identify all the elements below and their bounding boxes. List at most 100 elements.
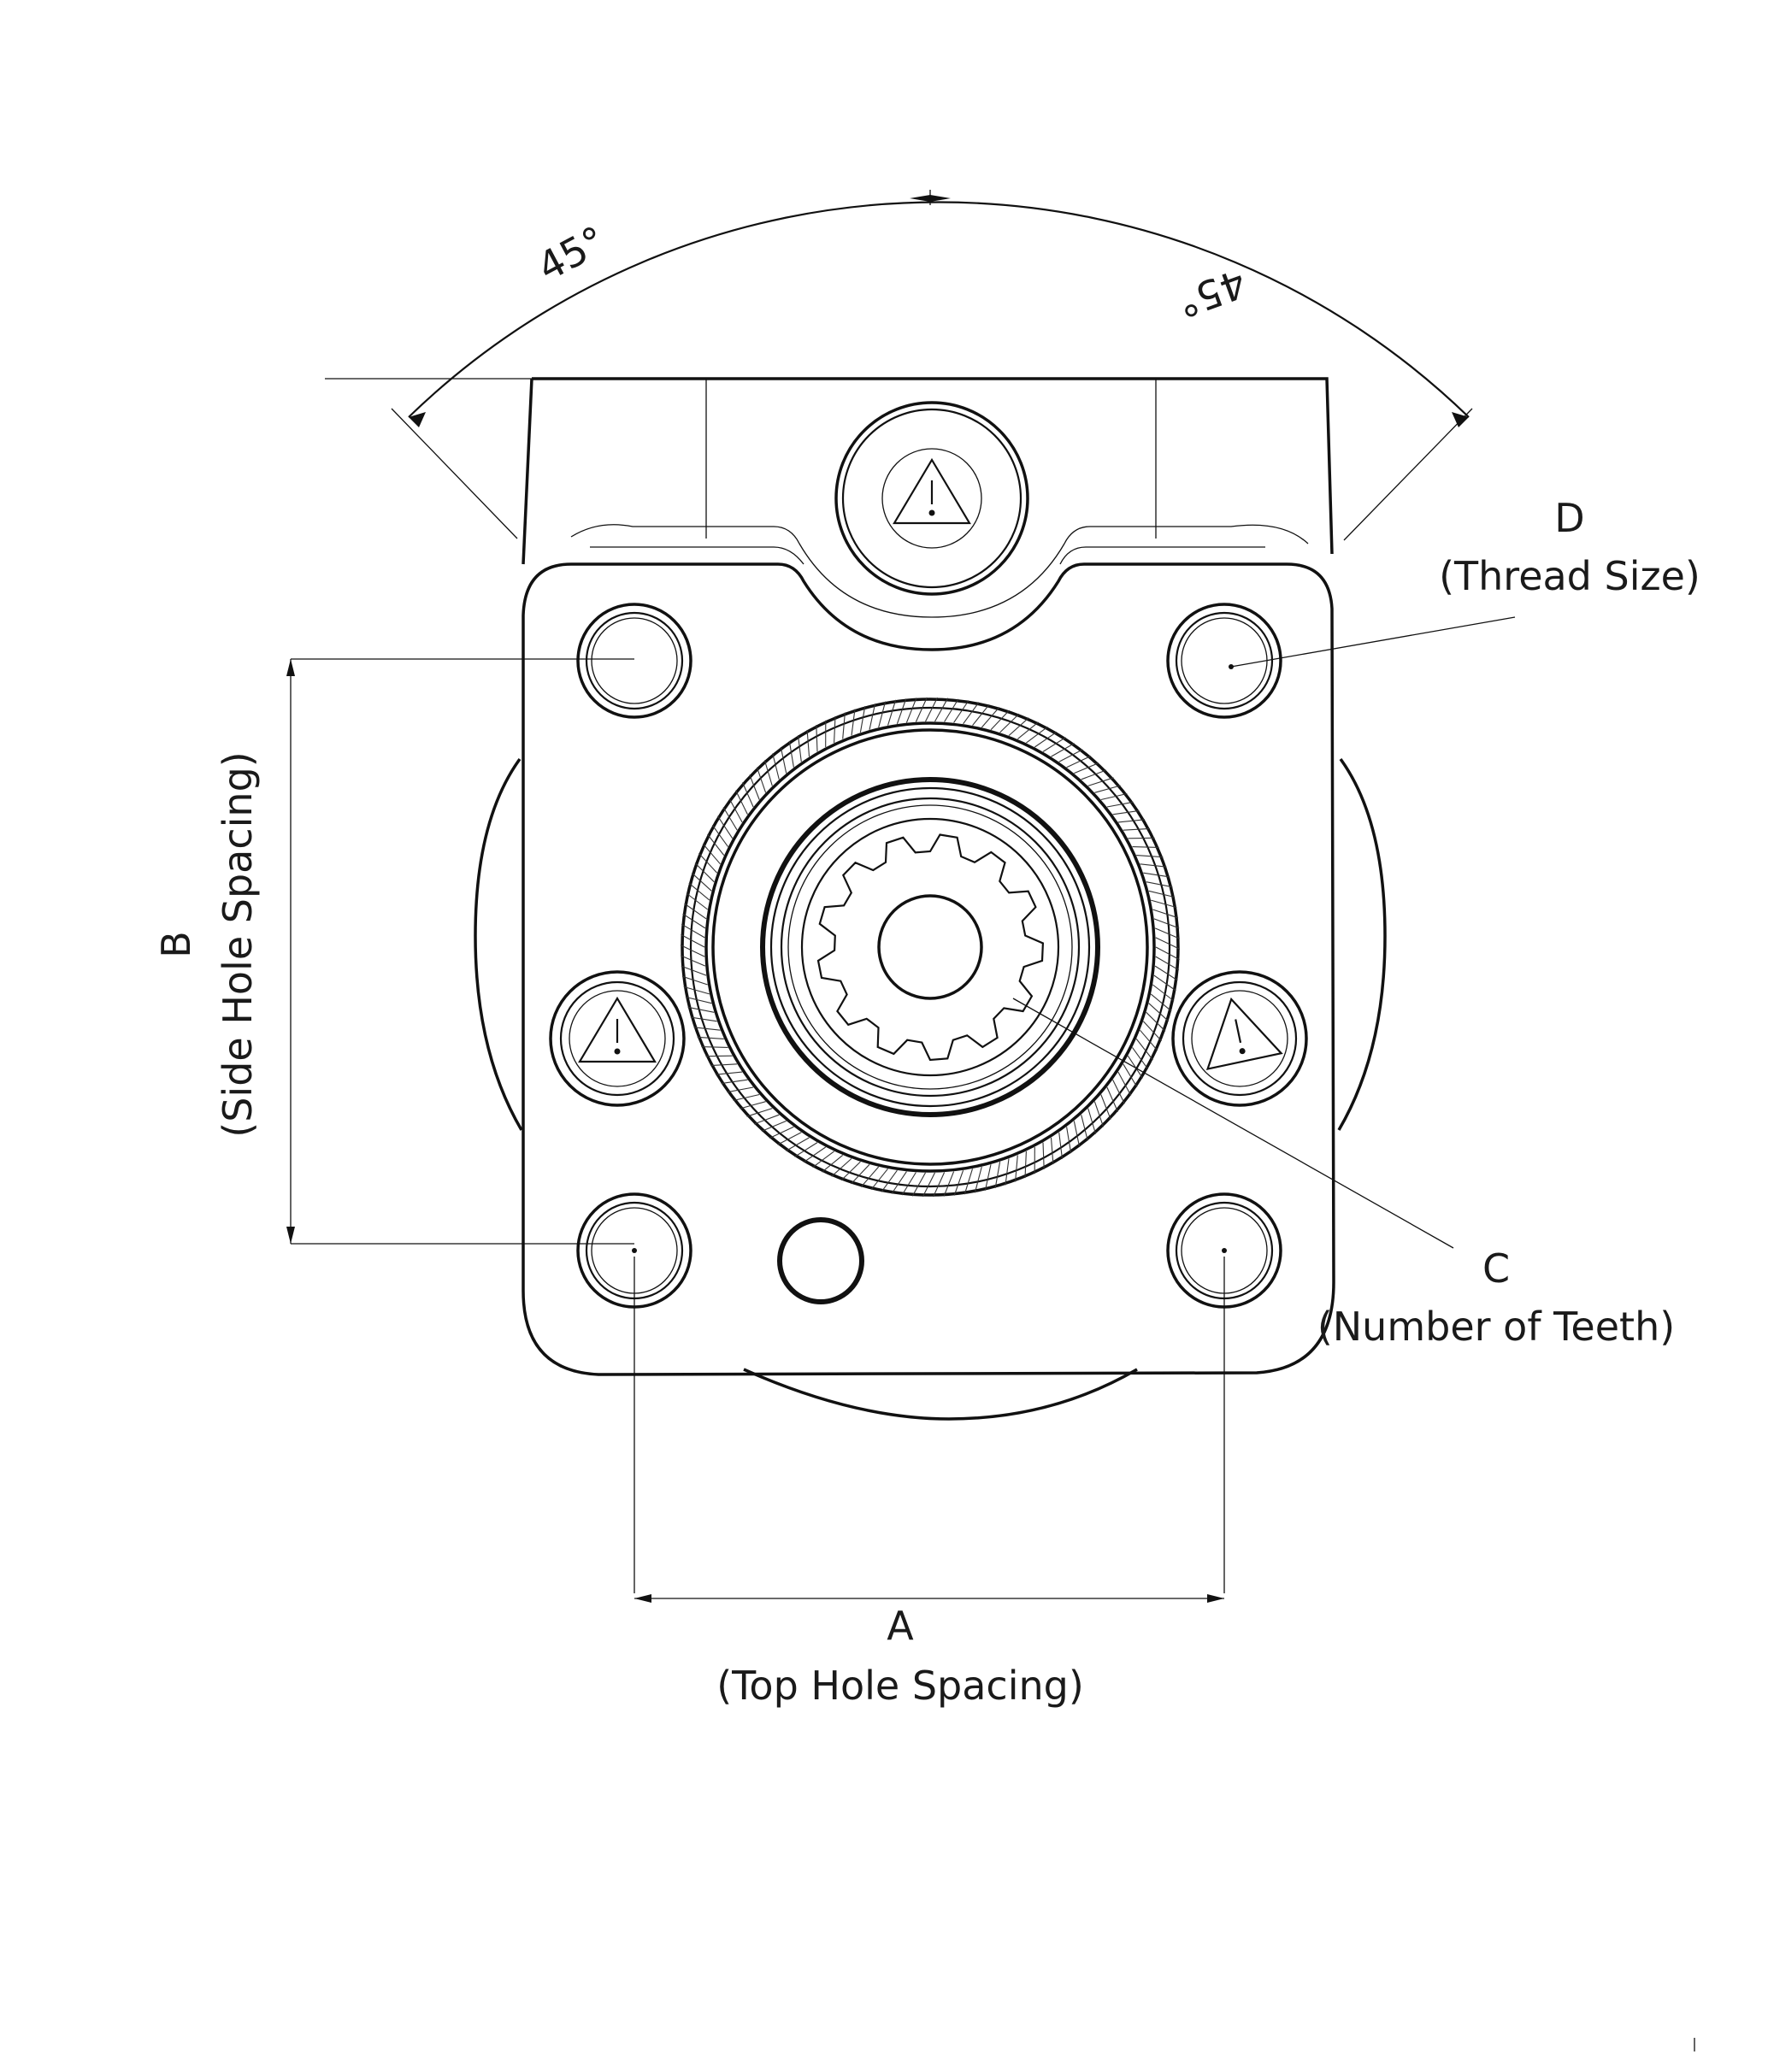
hatch-mark xyxy=(1050,1137,1054,1165)
hatch-mark xyxy=(806,729,810,757)
hatch-mark xyxy=(683,986,710,995)
hatch-mark xyxy=(953,1170,964,1196)
side-port-right xyxy=(1171,970,1308,1107)
hatch-mark xyxy=(1155,956,1180,971)
hatch-mark xyxy=(1152,909,1179,919)
hatch-mark xyxy=(788,740,794,768)
hatch-mark xyxy=(1154,927,1181,939)
hatch-mark xyxy=(780,746,787,774)
hatch-mark xyxy=(934,698,949,722)
hatch-mark xyxy=(1155,937,1181,950)
hatch-mark xyxy=(1008,717,1029,737)
hatch-mark xyxy=(681,975,708,986)
hatch-mark xyxy=(687,1006,715,1013)
hatch-mark xyxy=(1093,1101,1105,1127)
hatch-mark xyxy=(896,698,907,724)
hatch-mark xyxy=(728,798,743,823)
hatch-mark xyxy=(690,1016,717,1022)
hatch-mark xyxy=(722,807,738,831)
hatch-mark xyxy=(1066,1127,1072,1154)
hatch-mark xyxy=(859,706,866,733)
hatch-mark xyxy=(822,1154,844,1173)
hatch-mark xyxy=(1155,946,1180,961)
hatch-mark xyxy=(1081,1115,1088,1141)
hatch-mark xyxy=(915,697,928,722)
hatch-mark xyxy=(1042,737,1066,752)
top-port xyxy=(834,401,1029,596)
hatch-mark xyxy=(1143,872,1170,878)
hatch-mark xyxy=(681,933,705,948)
hatch-mark xyxy=(1112,809,1140,815)
hatch-mark xyxy=(851,1163,870,1185)
hatch-mark xyxy=(727,1086,754,1093)
rear-housing xyxy=(474,757,1387,1421)
hatch-mark xyxy=(984,1164,992,1191)
hatch-mark xyxy=(944,698,959,722)
hatch-mark xyxy=(686,892,709,910)
hatch-mark xyxy=(994,1162,1001,1188)
dim-b-letter: B xyxy=(153,931,199,958)
dimension-d: D (Thread Size) xyxy=(1229,495,1700,669)
hatch-mark xyxy=(1100,792,1128,801)
hatch-mark xyxy=(834,715,836,744)
hatch-mark xyxy=(794,1142,818,1157)
hatch-mark xyxy=(741,782,754,808)
hatch-mark xyxy=(1106,1086,1119,1112)
drain-hole xyxy=(777,1217,864,1304)
hatch-mark xyxy=(911,1172,926,1197)
hatch-mark xyxy=(1146,1011,1166,1032)
hatch-mark xyxy=(891,1171,907,1194)
hatch-mark xyxy=(1094,785,1121,793)
hatch-mark xyxy=(701,1046,728,1048)
hatch-mark xyxy=(702,843,721,865)
hatch-mark xyxy=(769,1126,794,1139)
hatch-mark xyxy=(1087,1108,1097,1134)
hatch-mark xyxy=(1042,1142,1045,1169)
dimension-a: A (Top Hole Spacing) xyxy=(632,1248,1227,1709)
hatch-mark xyxy=(1148,1003,1170,1022)
hatch-mark xyxy=(901,1172,916,1196)
hatch-mark xyxy=(777,1132,802,1145)
hatch-mark xyxy=(763,760,773,786)
hatch-mark xyxy=(772,753,780,780)
hatch-mark xyxy=(694,862,715,883)
hatch-mark xyxy=(1132,1047,1149,1070)
angle-label-right: 45° xyxy=(1171,260,1252,327)
hatch-mark xyxy=(1123,827,1151,831)
hatch-mark xyxy=(870,1168,888,1191)
hatch-mark xyxy=(812,1151,834,1168)
hatch-mark xyxy=(981,707,1000,728)
dimension-b: B (Side Hole Spacing) xyxy=(153,658,634,1245)
hatch-mark xyxy=(840,1161,861,1181)
dim-b-description: (Side Hole Spacing) xyxy=(215,751,261,1137)
hatch-mark xyxy=(943,1171,955,1197)
hatch-mark xyxy=(1148,890,1176,898)
hatch-mark xyxy=(1127,1055,1143,1079)
dim-a-letter: A xyxy=(887,1603,914,1649)
hatch-mark xyxy=(1005,1158,1010,1186)
dim-a-description: (Top Hole Spacing) xyxy=(716,1663,1084,1709)
hatch-mark xyxy=(691,872,712,892)
hatch-mark xyxy=(697,1036,724,1039)
hatch-mark xyxy=(887,699,897,726)
hatch-mark xyxy=(1128,837,1155,839)
hatch-mark xyxy=(816,725,818,752)
hatch-mark xyxy=(1132,846,1159,848)
hatch-mark xyxy=(711,824,728,847)
hatch-mark xyxy=(1073,1121,1081,1148)
hatch-mark xyxy=(869,703,876,730)
hatch-mark xyxy=(1026,726,1048,744)
hatch-mark xyxy=(1074,762,1099,774)
hatch-mark xyxy=(1135,1039,1153,1061)
hatch-mark xyxy=(1150,993,1172,1012)
warning-triangle-icon xyxy=(1205,997,1283,1071)
hatch-mark xyxy=(831,1157,852,1177)
hatch-mark xyxy=(753,1114,780,1125)
hatch-mark xyxy=(1153,974,1176,992)
dimension-c: C (Number of Teeth) xyxy=(1012,998,1675,1350)
hatch-mark xyxy=(1140,863,1167,868)
hatch-mark xyxy=(999,713,1020,733)
hatch-mark xyxy=(685,996,712,1004)
hatch-mark xyxy=(964,1168,974,1195)
hatch-mark xyxy=(707,833,725,856)
